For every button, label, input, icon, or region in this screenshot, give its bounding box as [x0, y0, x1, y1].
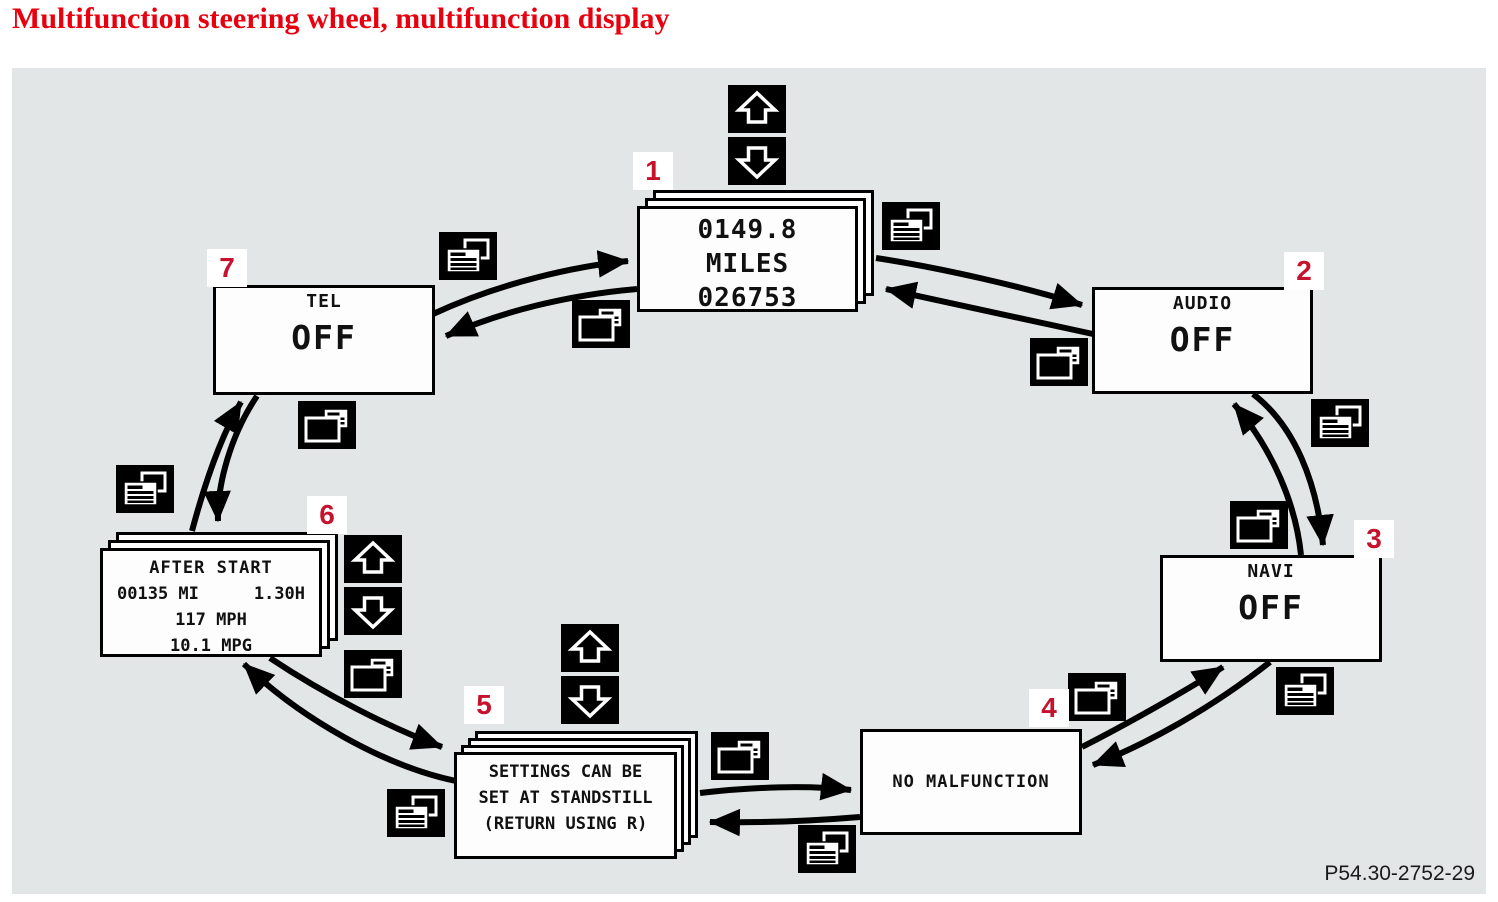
trip-computer-speed: 117 MPH: [175, 610, 247, 630]
audio-header: AUDIO: [1172, 293, 1233, 314]
malfunction-text: NO MALFUNCTION: [892, 772, 1050, 792]
marker-6: 6: [307, 496, 347, 534]
display-audio: AUDIO OFF: [1092, 287, 1313, 394]
down-arrow-icon: [350, 596, 396, 630]
page-back-button-icon: [711, 732, 769, 780]
trip-unit: MILES: [705, 249, 790, 279]
scroll-up-button: [728, 85, 786, 133]
screen-face: 0149.8 MILES 026753: [637, 206, 858, 313]
marker-7: 7: [207, 249, 247, 287]
page-forward-button-icon: [387, 789, 445, 837]
screen-face: AFTER START 00135 MI 1.30H 117 MPH 10.1 …: [100, 548, 322, 657]
page-forward-button-icon: [116, 465, 174, 513]
tel-status: OFF: [291, 318, 357, 357]
trip-computer-header: AFTER START: [149, 558, 273, 578]
settings-line: SETTINGS CAN BE: [488, 762, 643, 782]
scroll-up-button: [344, 535, 402, 583]
trip-computer-time: 1.30H: [253, 584, 305, 604]
scroll-down-button: [561, 676, 619, 724]
odometer-value: 026753: [697, 283, 798, 313]
scroll-up-button: [561, 624, 619, 672]
page-forward-button-icon: [1311, 399, 1369, 447]
display-trip-odometer: 0149.8 MILES 026753: [637, 190, 874, 313]
display-trip-computer: AFTER START 00135 MI 1.30H 117 MPH 10.1 …: [100, 532, 338, 657]
down-arrow-icon: [734, 146, 780, 180]
page-back-button-icon: [1230, 501, 1288, 549]
marker-4: 4: [1029, 689, 1069, 727]
marker-2: 2: [1284, 252, 1324, 290]
cycle-arrows: [189, 250, 1334, 837]
display-settings: SETTINGS CAN BE SET AT STANDSTILL (RETUR…: [454, 731, 698, 859]
settings-line: (RETURN USING R): [483, 814, 648, 834]
up-arrow-icon: [567, 629, 613, 663]
display-malfunction: NO MALFUNCTION: [860, 729, 1082, 835]
marker-3: 3: [1354, 520, 1394, 558]
page-back-button-icon: [1068, 673, 1126, 721]
page-forward-button-icon: [1276, 667, 1334, 715]
marker-1: 1: [633, 152, 673, 190]
scroll-down-button: [344, 587, 402, 635]
audio-status: OFF: [1169, 320, 1236, 359]
page-back-button-icon: [298, 401, 356, 449]
page-back-button-icon: [572, 300, 630, 348]
display-tel: TEL OFF: [213, 285, 435, 395]
page-forward-button-icon: [439, 232, 497, 280]
page-back-button-icon: [1030, 338, 1088, 386]
trip-distance: 0149.8: [697, 215, 798, 245]
navi-status: OFF: [1238, 588, 1304, 627]
up-arrow-icon: [350, 540, 396, 574]
page-forward-button-icon: [882, 202, 940, 250]
diagram-panel: 0149.8 MILES 026753 AUDIO OFF NAVI OFF N…: [12, 68, 1486, 894]
scroll-down-button: [728, 137, 786, 185]
settings-line: SET AT STANDSTILL: [478, 788, 653, 808]
trip-computer-row: 00135 MI 1.30H: [103, 581, 319, 607]
display-navi: NAVI OFF: [1160, 555, 1382, 662]
up-arrow-icon: [734, 90, 780, 124]
page-title: Multifunction steering wheel, multifunct…: [12, 2, 670, 35]
down-arrow-icon: [567, 685, 613, 719]
page-forward-button-icon: [798, 825, 856, 873]
trip-computer-consumption: 10.1 MPG: [170, 636, 252, 656]
trip-computer-distance: 00135 MI: [117, 584, 199, 604]
figure-part-code: P54.30-2752-29: [1324, 862, 1475, 885]
navi-header: NAVI: [1247, 561, 1295, 582]
tel-header: TEL: [306, 291, 342, 312]
marker-5: 5: [464, 686, 504, 724]
screen-face: SETTINGS CAN BE SET AT STANDSTILL (RETUR…: [454, 752, 677, 859]
page-back-button-icon: [344, 650, 402, 698]
